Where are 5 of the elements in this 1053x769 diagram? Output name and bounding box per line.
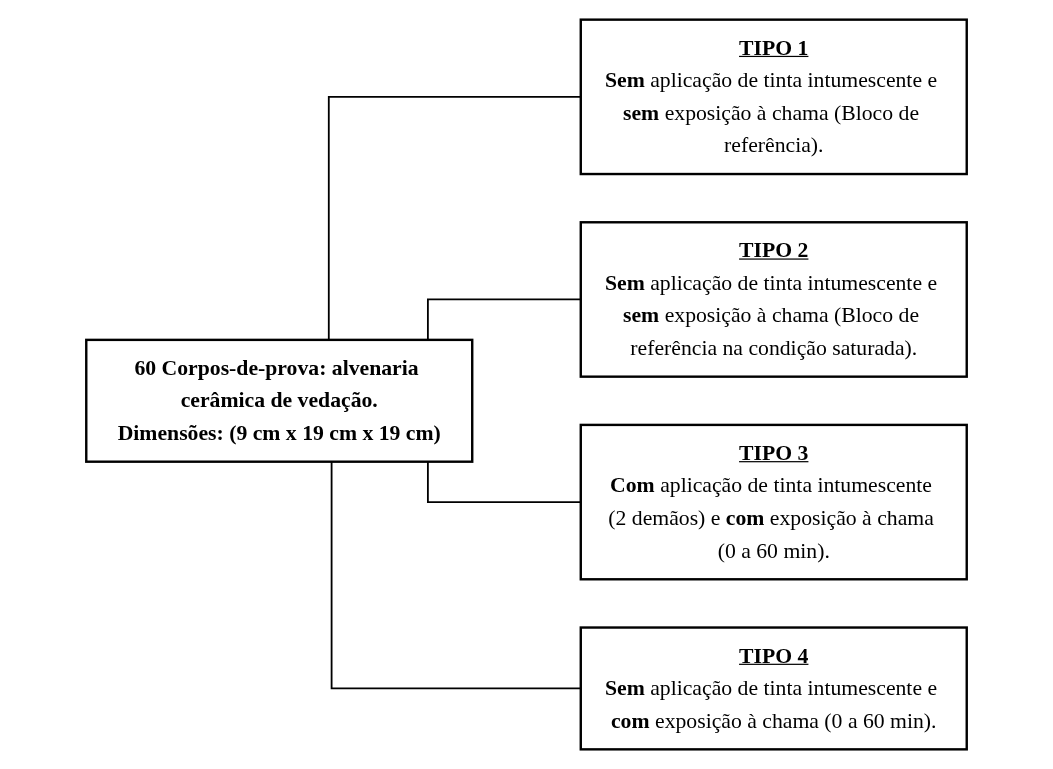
node-box: TIPO 3 Com aplicação de tinta intumescente (2 demãos) e com exposição à chama (0 a 60 min). [579,423,968,581]
node-box: TIPO 2 Sem aplicação de tinta intumescente e sem exposição à chama (Bloco de referência na condição saturada). [579,221,968,378]
node-box: TIPO 4 Sem aplicação de tinta intumescente e com exposição à chama (0 a 60 min). [579,626,968,751]
node-box: 60 Corpos-de-prova: alvenaria cerâmica de vedação. Dimensões: (9 cm x 19 cm x 19 cm) [85,338,474,463]
node-box: TIPO 1 Sem aplicação de tinta intumescente e sem exposição à chama (Bloco de referência). [579,18,968,176]
